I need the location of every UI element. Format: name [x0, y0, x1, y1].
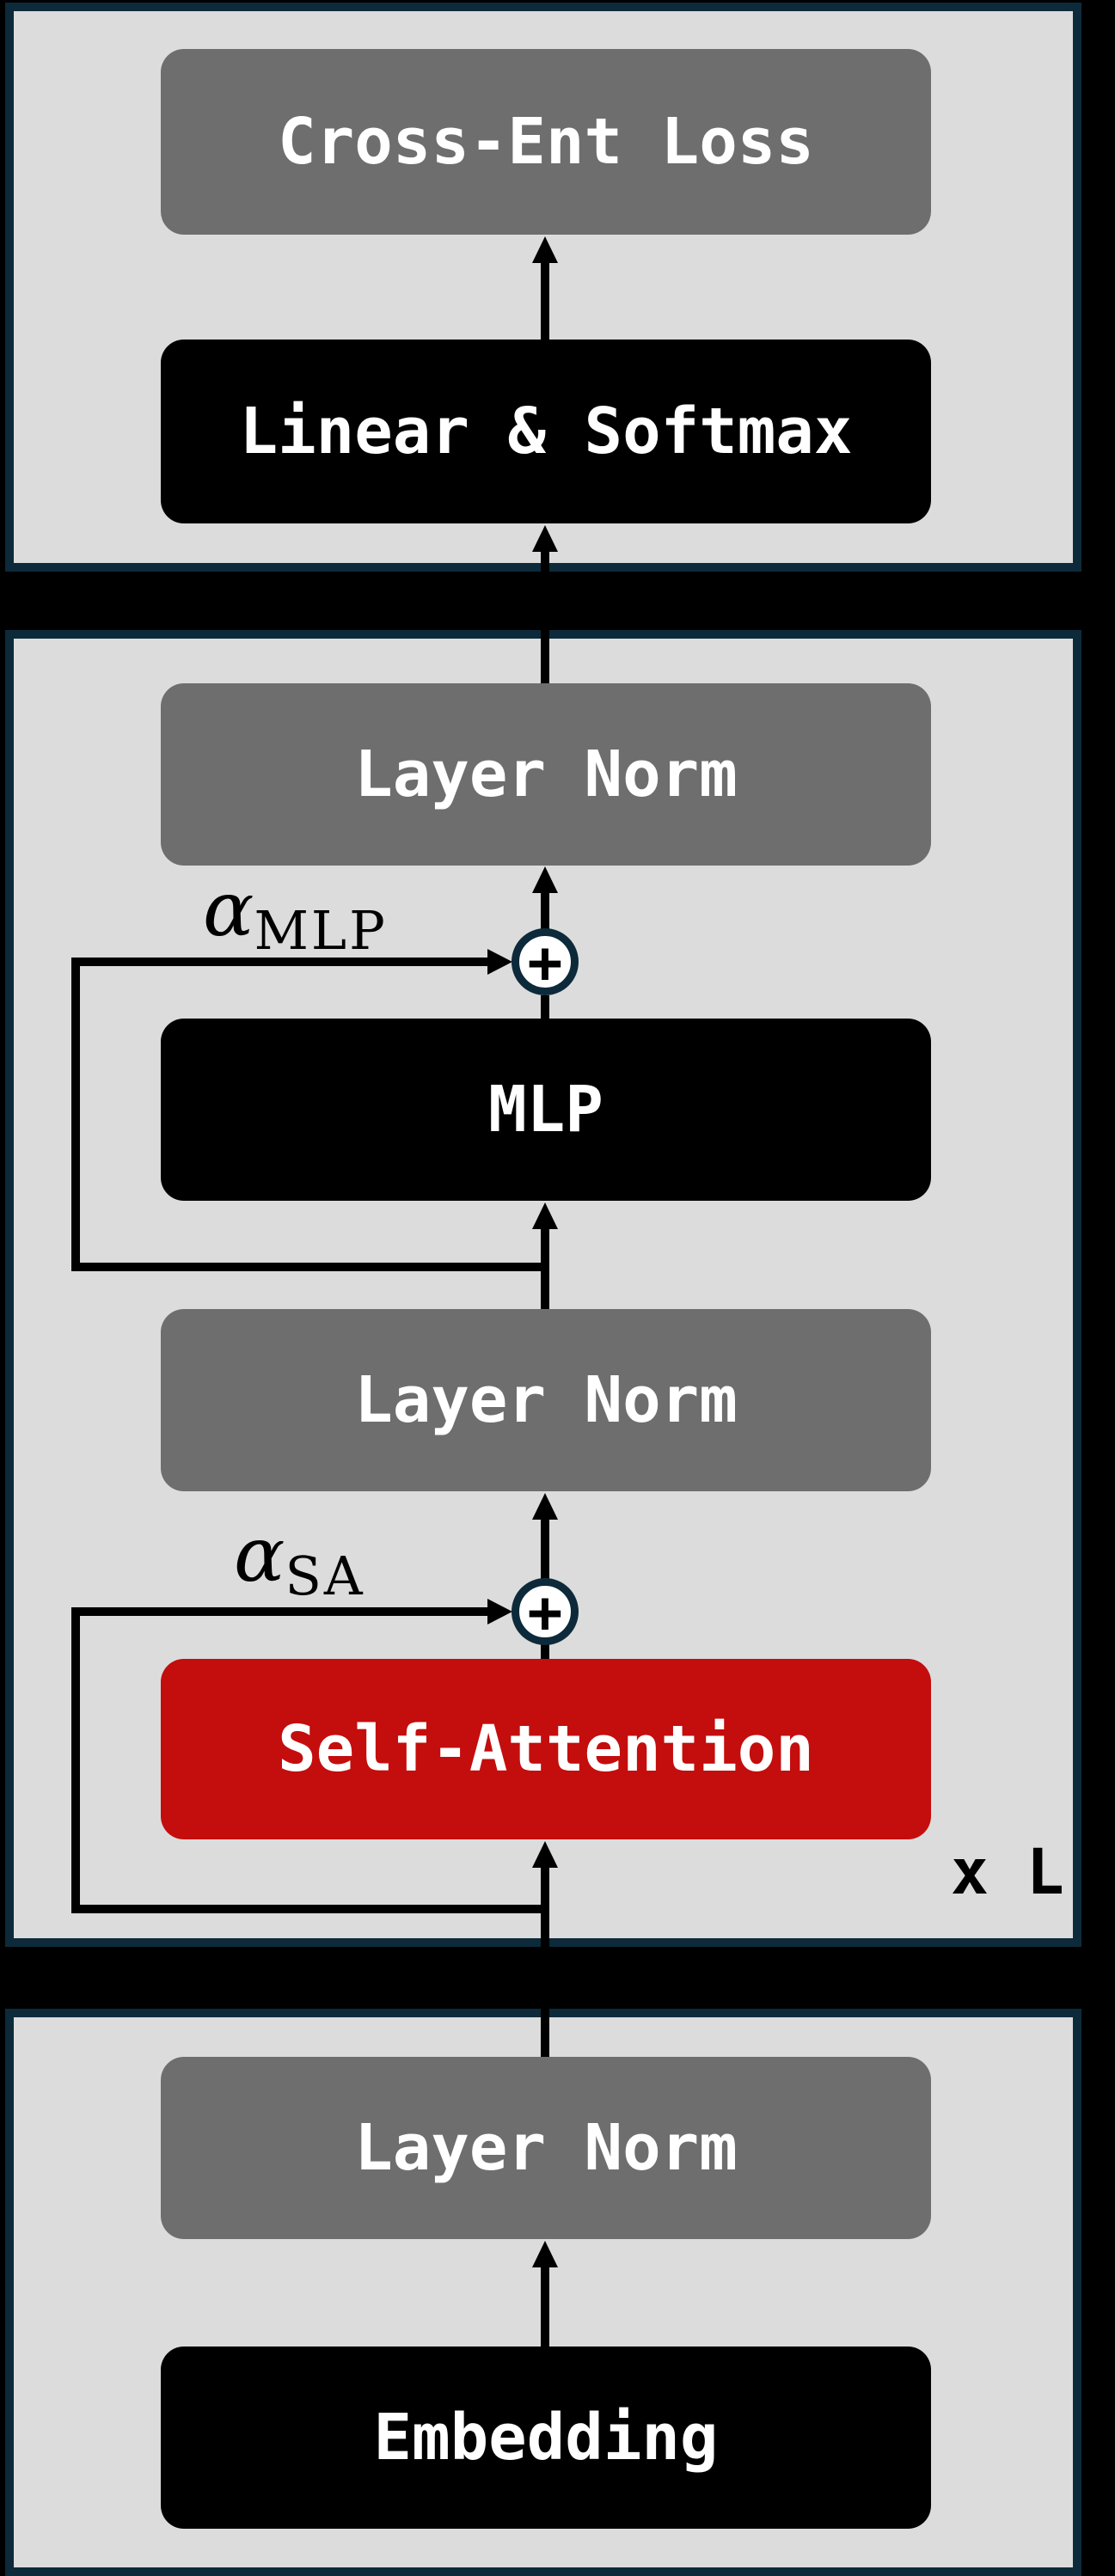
arrowhead-skip-sa-into-add	[487, 1599, 512, 1625]
block-linear-softmax: Linear & Softmax	[161, 340, 931, 523]
flow-line-embedding-to-layernorm	[541, 2267, 549, 2347]
block-linear-softmax-label: Linear & Softmax	[239, 395, 853, 468]
block-mlp: MLP	[161, 1019, 931, 1201]
arrowhead-into-mlp	[532, 1202, 558, 1229]
block-cross-ent-loss: Cross-Ent Loss	[161, 49, 931, 235]
arrowhead-into-layernorm-top	[532, 866, 558, 893]
flow-line-layer-output-to-linear-softmax	[541, 550, 549, 683]
repeat-count-label: x L	[951, 1836, 1064, 1909]
flow-line-add-to-layernorm-mid	[541, 1517, 549, 1579]
flow-line-linear-softmax-to-loss	[541, 260, 549, 340]
residual-add-mlp-icon: +	[512, 928, 579, 995]
arrowhead-into-self-attention	[532, 1841, 558, 1868]
alpha-symbol: α	[234, 1510, 285, 1599]
block-layer-norm-post-attention: Layer Norm	[161, 1309, 931, 1491]
skip-mlp-to-add-line	[71, 958, 487, 966]
skip-mlp-branch-line	[71, 1263, 549, 1271]
flow-line-input-to-self-attention	[541, 1865, 549, 2057]
alpha-mlp-subscript: MLP	[254, 899, 388, 962]
arrowhead-into-layernorm-embedding	[532, 2241, 558, 2267]
block-layer-norm-post-mlp-label: Layer Norm	[354, 737, 738, 811]
skip-sa-branch-line	[71, 1905, 549, 1913]
block-mlp-label: MLP	[488, 1073, 603, 1147]
skip-mlp-vertical-line	[71, 958, 80, 1271]
block-layer-norm-post-attention-label: Layer Norm	[354, 1363, 738, 1437]
block-layer-norm-embedding: Layer Norm	[161, 2057, 931, 2239]
skip-sa-vertical-line	[71, 1607, 80, 1913]
alpha-symbol: α	[203, 865, 254, 953]
block-embedding: Embedding	[161, 2347, 931, 2529]
block-cross-ent-loss-label: Cross-Ent Loss	[278, 105, 814, 179]
block-layer-norm-post-mlp: Layer Norm	[161, 683, 931, 866]
skip-sa-to-add-line	[71, 1607, 487, 1616]
arrowhead-into-linear-softmax	[532, 525, 558, 552]
flow-line-add-to-layernorm-top	[541, 892, 549, 929]
block-self-attention-label: Self-Attention	[278, 1712, 814, 1786]
alpha-sa-subscript: SA	[285, 1545, 365, 1607]
arrowhead-into-layernorm-mid	[532, 1493, 558, 1520]
flow-line-self-attention-to-add	[541, 1644, 549, 1659]
arrowhead-into-cross-ent-loss	[532, 236, 558, 263]
flow-line-mlp-to-add	[541, 995, 549, 1019]
block-embedding-label: Embedding	[373, 2401, 719, 2475]
block-self-attention: Self-Attention	[161, 1659, 931, 1839]
block-layer-norm-embedding-label: Layer Norm	[354, 2111, 738, 2185]
residual-add-sa-icon: +	[512, 1578, 579, 1645]
arrowhead-skip-mlp-into-add	[487, 949, 512, 975]
